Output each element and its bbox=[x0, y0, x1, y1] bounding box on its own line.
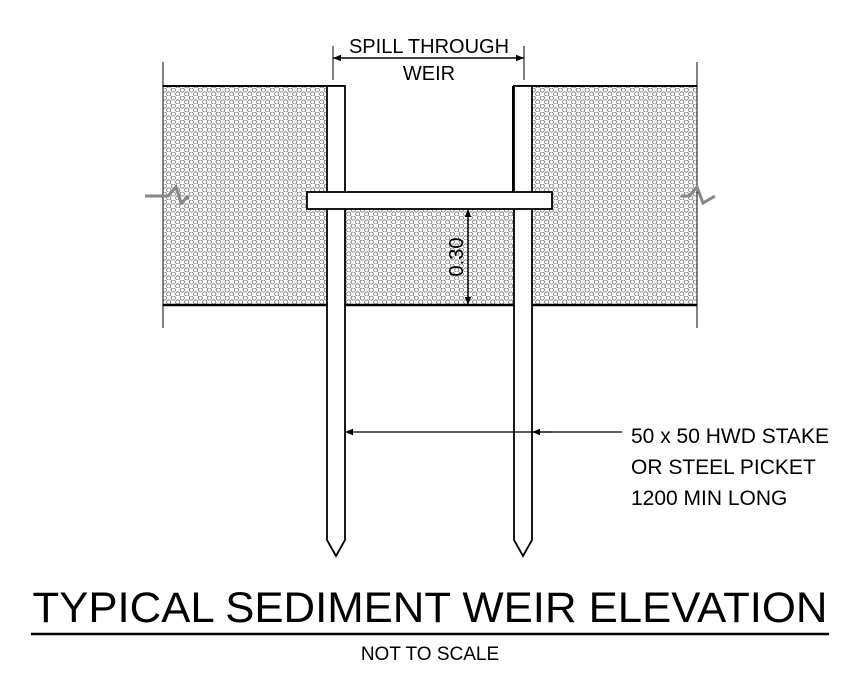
weir-label-line1: SPILL THROUGH bbox=[349, 36, 509, 58]
stake-left bbox=[326, 85, 346, 558]
drawing-title: TYPICAL SEDIMENT WEIR ELEVATION bbox=[33, 584, 828, 632]
weir-label-line2: WEIR bbox=[403, 63, 455, 85]
stake-label-line2: OR STEEL PICKET bbox=[631, 456, 816, 479]
stake-label-line1: 50 x 50 HWD STAKE bbox=[631, 425, 829, 448]
drawing-subtitle: NOT TO SCALE bbox=[361, 644, 499, 665]
stake-label-line3: 1200 MIN LONG bbox=[631, 487, 787, 510]
weir-board bbox=[306, 191, 553, 210]
depth-label: 0.30 bbox=[446, 238, 468, 277]
break-line-right-icon bbox=[681, 184, 716, 206]
stake-right bbox=[513, 85, 533, 558]
break-line-left-icon bbox=[145, 184, 190, 206]
